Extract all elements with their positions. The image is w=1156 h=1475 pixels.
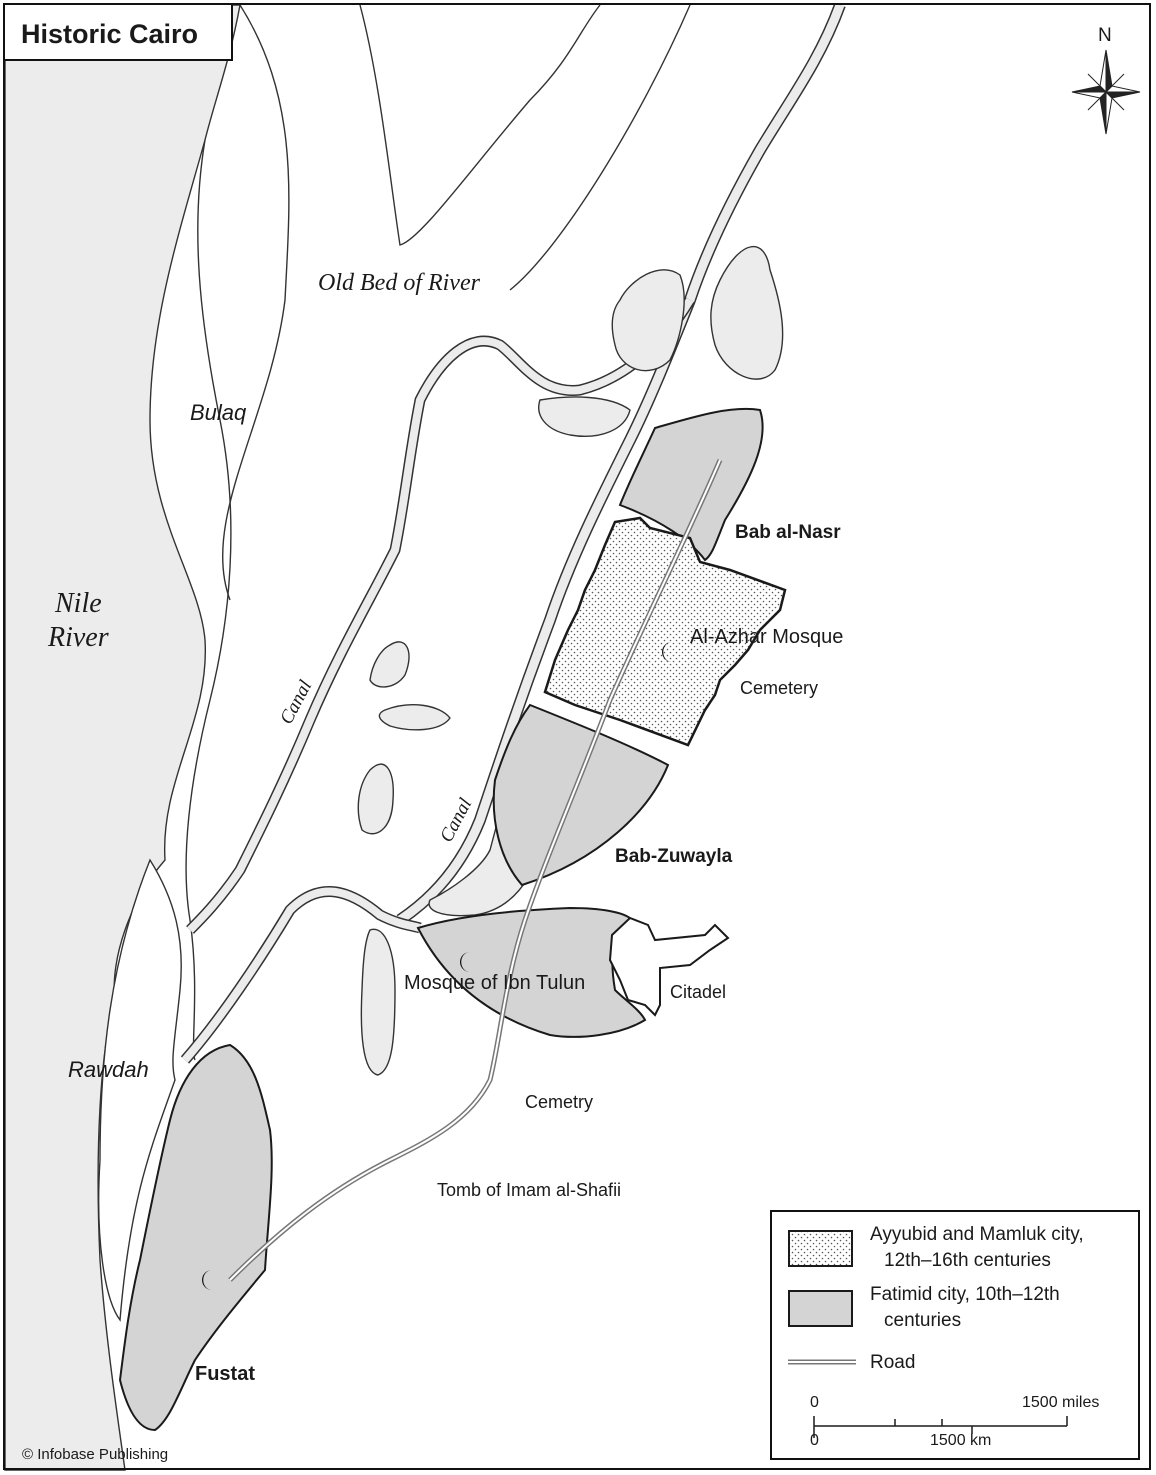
pond-mid-2 <box>378 704 451 731</box>
ayyubid-mamluk-city <box>543 516 787 747</box>
scale-zero-bottom: 0 <box>810 1432 819 1449</box>
old-riverbed-east-bank <box>509 4 691 291</box>
label-old-bed-of-river: Old Bed of River <box>318 270 480 296</box>
legend-ayyubid-line1: Ayyubid and Mamluk city, <box>870 1224 1084 1245</box>
legend-fatimid-line1: Fatimid city, 10th–12th <box>870 1284 1060 1305</box>
scale-bar <box>813 1416 1068 1438</box>
title-box: Historic Cairo <box>5 5 233 61</box>
label-fustat: Fustat <box>195 1363 255 1385</box>
label-cemetry-south: Cemetry <box>525 1092 594 1112</box>
label-nile-line2: River <box>48 622 109 653</box>
legend-fatimid-line2: centuries <box>884 1310 962 1331</box>
fatimid-city-south <box>492 703 670 887</box>
legend-swatch-ayyubid <box>788 1230 853 1267</box>
old-riverbed-west-bank <box>221 4 290 601</box>
label-tomb-of-imam-al-shafii: Tomb of Imam al-Shafii <box>437 1180 622 1200</box>
pond-north-1 <box>611 269 685 372</box>
scale-miles-label: 1500 miles <box>1022 1394 1100 1411</box>
north-label: N <box>1098 25 1112 46</box>
legend-ayyubid-line2: 12th–16th centuries <box>884 1250 1051 1271</box>
legend-swatch-fatimid <box>788 1290 853 1327</box>
map-title: Historic Cairo <box>21 19 199 49</box>
fustat <box>118 1043 273 1432</box>
pond-mid-1 <box>369 641 410 688</box>
pond-north-3 <box>538 396 631 437</box>
label-rawdah: Rawdah <box>68 1057 149 1082</box>
scale-zero-top: 0 <box>810 1394 819 1411</box>
label-nile-line1: Nile <box>55 588 102 619</box>
pond-mid-3 <box>357 763 394 835</box>
label-bab-al-nasr: Bab al-Nasr <box>735 522 841 543</box>
fatimid-city <box>618 407 764 562</box>
legend-road-label: Road <box>870 1352 916 1373</box>
pond-north-2 <box>710 245 784 380</box>
old-riverbed-channel <box>359 4 601 246</box>
nile-river <box>4 4 241 1471</box>
label-mosque-of-ibn-tulun: Mosque of Ibn Tulun <box>404 972 586 994</box>
label-al-azhar-mosque: Al-Azhar Mosque <box>690 626 844 648</box>
rawdah-island <box>98 858 182 1322</box>
compass-rose-icon: N <box>1070 25 1142 135</box>
legend-road-icon <box>788 1359 856 1365</box>
label-bulaq: Bulaq <box>190 400 247 425</box>
citadel <box>608 916 730 1017</box>
ibn-tulun-area <box>416 906 647 1038</box>
bulaq-channel <box>185 139 232 1061</box>
copyright: © Infobase Publishing <box>22 1446 169 1463</box>
label-bab-zuwayla: Bab-Zuwayla <box>615 846 733 867</box>
pond-south-2 <box>360 928 396 1076</box>
label-citadel: Citadel <box>670 982 727 1002</box>
scale-km-label: 1500 km <box>930 1432 992 1449</box>
label-cemetery-east: Cemetery <box>740 678 819 698</box>
legend: Ayyubid and Mamluk city, 12th–16th centu… <box>770 1210 1140 1460</box>
